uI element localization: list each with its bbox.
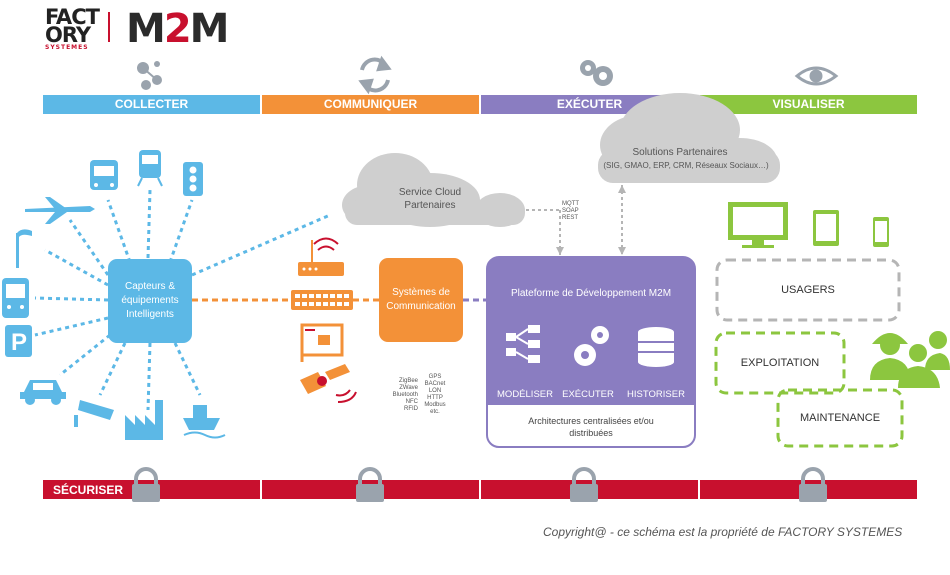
cloud-solutions-subtitle: (SIG, GMAO, ERP, CRM, Réseaux Sociaux…): [603, 161, 769, 170]
sync-icon: [358, 55, 392, 95]
factory-icon: [125, 400, 163, 440]
padlock-icon: [356, 467, 384, 502]
phase-label-collecter: COLLECTER: [114, 97, 189, 111]
router-icon: [298, 237, 344, 276]
parking-icon: P: [5, 325, 32, 357]
padlock-icon: [799, 467, 827, 502]
database-icon: [638, 327, 674, 367]
logo-factory-sub: SYSTEMES: [45, 44, 89, 51]
platform-title: Plateforme de Développement M2M: [510, 288, 672, 299]
eye-icon: [794, 66, 839, 86]
cloud-service-label: Service Cloud Partenaires: [398, 187, 462, 211]
phase-bar-collecter: [43, 95, 260, 114]
platform-box: [487, 257, 695, 405]
bus-front-icon: [2, 278, 29, 318]
logo-factory-line1: FACT: [45, 5, 100, 29]
sensor-connectors: [34, 189, 331, 411]
cogs-icon: [574, 326, 609, 366]
maintenance-label: MAINTENANCE: [799, 412, 881, 424]
cloud-solutions-title: Solutions Partenaires: [632, 147, 728, 158]
padlock-icon: [132, 467, 160, 502]
smartphone-icon: [873, 217, 889, 247]
padlock-icon: [570, 467, 598, 502]
bus-icon: [90, 160, 118, 190]
svg-text:P: P: [11, 329, 27, 356]
securiser-bar: [43, 480, 917, 499]
securiser-label: SÉCURISER: [53, 483, 124, 497]
circuit-board-icon: [300, 323, 344, 362]
airplane-icon: [25, 197, 95, 224]
phase-label-communiquer: COMMUNIQUER: [323, 97, 418, 111]
tablet-icon: [813, 210, 839, 246]
platform-module-historiser: HISTORISER: [627, 389, 685, 400]
communication-systems-box: Systèmes de Communication: [379, 258, 463, 342]
logo-divider: [108, 12, 110, 42]
monitor-icon: [728, 202, 788, 248]
maintenance-box: [776, 388, 904, 448]
platform-module-modeliser: MODÉLISER: [497, 389, 553, 400]
cloud-service-shape: [342, 153, 525, 227]
exploitation-label: EXPLOITATION: [740, 357, 820, 369]
m2m-logo: M2M: [126, 6, 229, 52]
satellite-icon: [300, 364, 357, 403]
usagers-box: [715, 258, 901, 322]
network-switch-icon: [291, 290, 353, 310]
phase-bar-visualiser: [700, 95, 917, 114]
phase-bar-communiquer: [262, 95, 479, 114]
copyright-notice: Copyright@ - ce schéma est la propriété …: [543, 525, 903, 539]
sensors-box: Capteurs & équipements Intelligents: [108, 259, 192, 343]
molecule-icon: [137, 61, 162, 90]
security-camera-icon: [74, 400, 114, 427]
usagers-label: USAGERS: [781, 284, 835, 296]
platform-footer: Architectures centralisées et/ou distrib…: [528, 416, 654, 438]
traffic-light-icon: [183, 162, 203, 196]
communication-systems-label: Systèmes de Communication: [386, 287, 456, 312]
factory-systemes-logo: FACT ORY SYSTEMES: [45, 5, 100, 52]
ship-icon: [183, 405, 226, 439]
tram-icon: [137, 150, 163, 187]
flowchart-icon: [506, 325, 540, 363]
street-lamp-icon: [16, 229, 32, 268]
cloud-solutions-shape: [598, 93, 780, 183]
sensors-box-label: Capteurs & équipements Intelligents: [121, 281, 179, 320]
gears-icon: [580, 60, 613, 86]
workers-icon: [870, 331, 950, 388]
phase-label-visualiser: VISUALISER: [772, 97, 845, 111]
platform-module-executer: EXÉCUTER: [562, 389, 614, 400]
phase-label-executer: EXÉCUTER: [556, 97, 623, 111]
logo-factory-line2: ORY: [45, 23, 91, 47]
car-icon: [20, 380, 66, 405]
